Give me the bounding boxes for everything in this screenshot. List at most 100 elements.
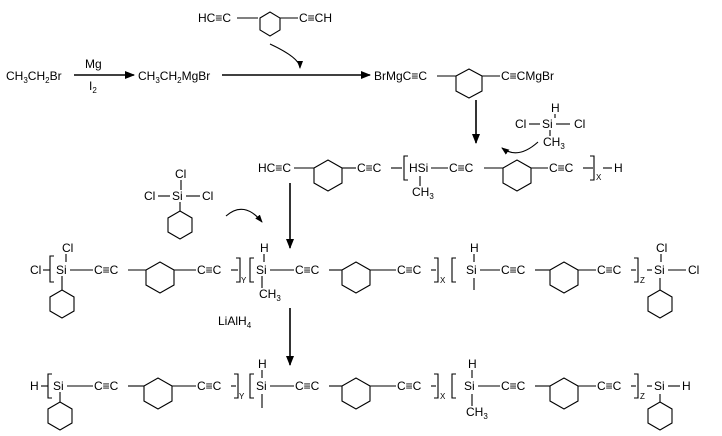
svg-text:CH3: CH3 (412, 185, 434, 201)
svg-text:C≡C: C≡C (397, 379, 422, 393)
bracket-close (434, 373, 439, 399)
bracket-close (590, 155, 595, 181)
bracket-close (234, 373, 239, 399)
benzene-ring (549, 377, 579, 410)
bracket-close (634, 257, 639, 283)
chloro-copolymer: Cl Cl Si C≡C C≡C Y H Si CH3 C≡C C≡C X H (30, 241, 699, 319)
svg-text:H: H (258, 357, 267, 371)
svg-text:Cl: Cl (30, 263, 41, 277)
bracket-open (47, 373, 52, 399)
phenyl-ring (647, 401, 673, 431)
bracket-open (451, 373, 456, 399)
oligomer-intermediate: HC≡C C≡C HSi CH3 C≡C C≡C X H (258, 155, 623, 201)
svg-text:C≡C: C≡C (397, 263, 422, 277)
bracket-close (236, 257, 241, 283)
phenyl-ring (47, 401, 73, 431)
svg-text:C≡C: C≡C (295, 263, 320, 277)
svg-text:C≡C: C≡C (501, 379, 526, 393)
benzene-ring (259, 11, 281, 37)
svg-text:Cl: Cl (574, 117, 585, 131)
curved-arrow-2 (501, 141, 539, 155)
benzene-ring (341, 377, 371, 410)
bracket-open (451, 257, 456, 283)
bracket-open (49, 255, 54, 283)
svg-text:C≡CH: C≡CH (299, 11, 332, 25)
svg-text:Cl: Cl (202, 189, 213, 203)
svg-text:Cl: Cl (62, 241, 73, 255)
iodine-label: I2 (89, 79, 97, 95)
svg-text:CH3: CH3 (466, 405, 488, 421)
bracket-open (403, 155, 408, 181)
svg-text:C≡C: C≡C (197, 263, 222, 277)
lialh4-label: LiAlH4 (218, 314, 252, 330)
benzene-ring (313, 159, 343, 192)
svg-text:C≡C: C≡C (549, 161, 574, 175)
svg-text:Y: Y (241, 276, 247, 285)
benzene-ring (455, 68, 483, 99)
svg-text:C≡C: C≡C (597, 263, 622, 277)
svg-text:C≡C: C≡C (94, 379, 119, 393)
hydride-copolymer: H Si C≡C C≡C Y H Si C≡C C≡C X H Si CH3 (30, 357, 691, 431)
svg-text:C≡C: C≡C (295, 379, 320, 393)
svg-text:CH3CH2Br: CH3CH2Br (6, 69, 62, 85)
bracket-open (249, 257, 254, 283)
svg-text:Z: Z (640, 392, 645, 401)
benzene-ring (145, 261, 175, 294)
svg-text:Z: Z (640, 276, 645, 285)
svg-text:Cl: Cl (515, 117, 526, 131)
svg-text:Si: Si (464, 379, 475, 393)
svg-text:Si: Si (466, 263, 477, 277)
svg-text:H: H (260, 241, 269, 255)
benzene-ring (549, 261, 579, 294)
svg-text:Si: Si (256, 379, 267, 393)
svg-text:H: H (551, 101, 560, 115)
svg-text:Si: Si (542, 117, 553, 131)
svg-text:C≡C: C≡C (357, 161, 382, 175)
svg-text:C≡C: C≡C (94, 263, 119, 277)
svg-text:C≡C: C≡C (449, 161, 474, 175)
bracket-open (249, 373, 254, 399)
svg-text:H: H (30, 379, 39, 393)
svg-text:Si: Si (256, 263, 267, 277)
svg-text:CH3: CH3 (543, 135, 565, 151)
svg-text:CH3: CH3 (259, 287, 281, 303)
svg-text:Y: Y (239, 392, 245, 401)
svg-text:X: X (440, 276, 446, 285)
svg-text:C≡C: C≡C (501, 263, 526, 277)
phenyl-ring (49, 289, 75, 319)
svg-text:HC≡C: HC≡C (198, 11, 231, 25)
ethyl-grignard: CH3CH2MgBr (138, 69, 210, 85)
svg-text:HSi: HSi (409, 161, 428, 175)
svg-text:H: H (468, 357, 477, 371)
svg-text:HC≡C: HC≡C (258, 161, 291, 175)
svg-text:H: H (614, 161, 623, 175)
svg-text:Si: Si (654, 379, 665, 393)
svg-text:H: H (682, 379, 691, 393)
phenyl-ring (167, 210, 193, 240)
svg-text:Cl: Cl (144, 189, 155, 203)
bracket-close (634, 373, 639, 399)
benzene-ring (143, 377, 173, 410)
benzene-ring (502, 159, 532, 192)
svg-text:Cl: Cl (656, 241, 667, 255)
svg-text:C≡C: C≡C (597, 379, 622, 393)
curved-arrow-1 (269, 43, 303, 69)
svg-text:CH3CH2MgBr: CH3CH2MgBr (138, 69, 210, 85)
svg-text:BrMgC≡C: BrMgC≡C (374, 69, 427, 83)
svg-text:X: X (596, 173, 602, 182)
svg-text:C≡CMgBr: C≡CMgBr (501, 69, 554, 83)
svg-text:Si: Si (172, 189, 183, 203)
svg-text:Si: Si (56, 263, 67, 277)
svg-text:Cl: Cl (175, 167, 186, 181)
svg-text:H: H (470, 241, 479, 255)
svg-text:Cl: Cl (688, 263, 699, 277)
benzene-ring (341, 261, 371, 294)
phenyl-ring (647, 289, 673, 319)
diethynylbenzene: HC≡C C≡CH (198, 11, 332, 37)
mg-label: Mg (85, 57, 102, 71)
svg-text:Si: Si (53, 379, 64, 393)
methyldichlorosilane: H Cl Si Cl CH3 (515, 101, 585, 151)
phenyltrichlorosilane: Cl Cl Si Cl (144, 167, 213, 240)
svg-text:Si: Si (654, 263, 665, 277)
